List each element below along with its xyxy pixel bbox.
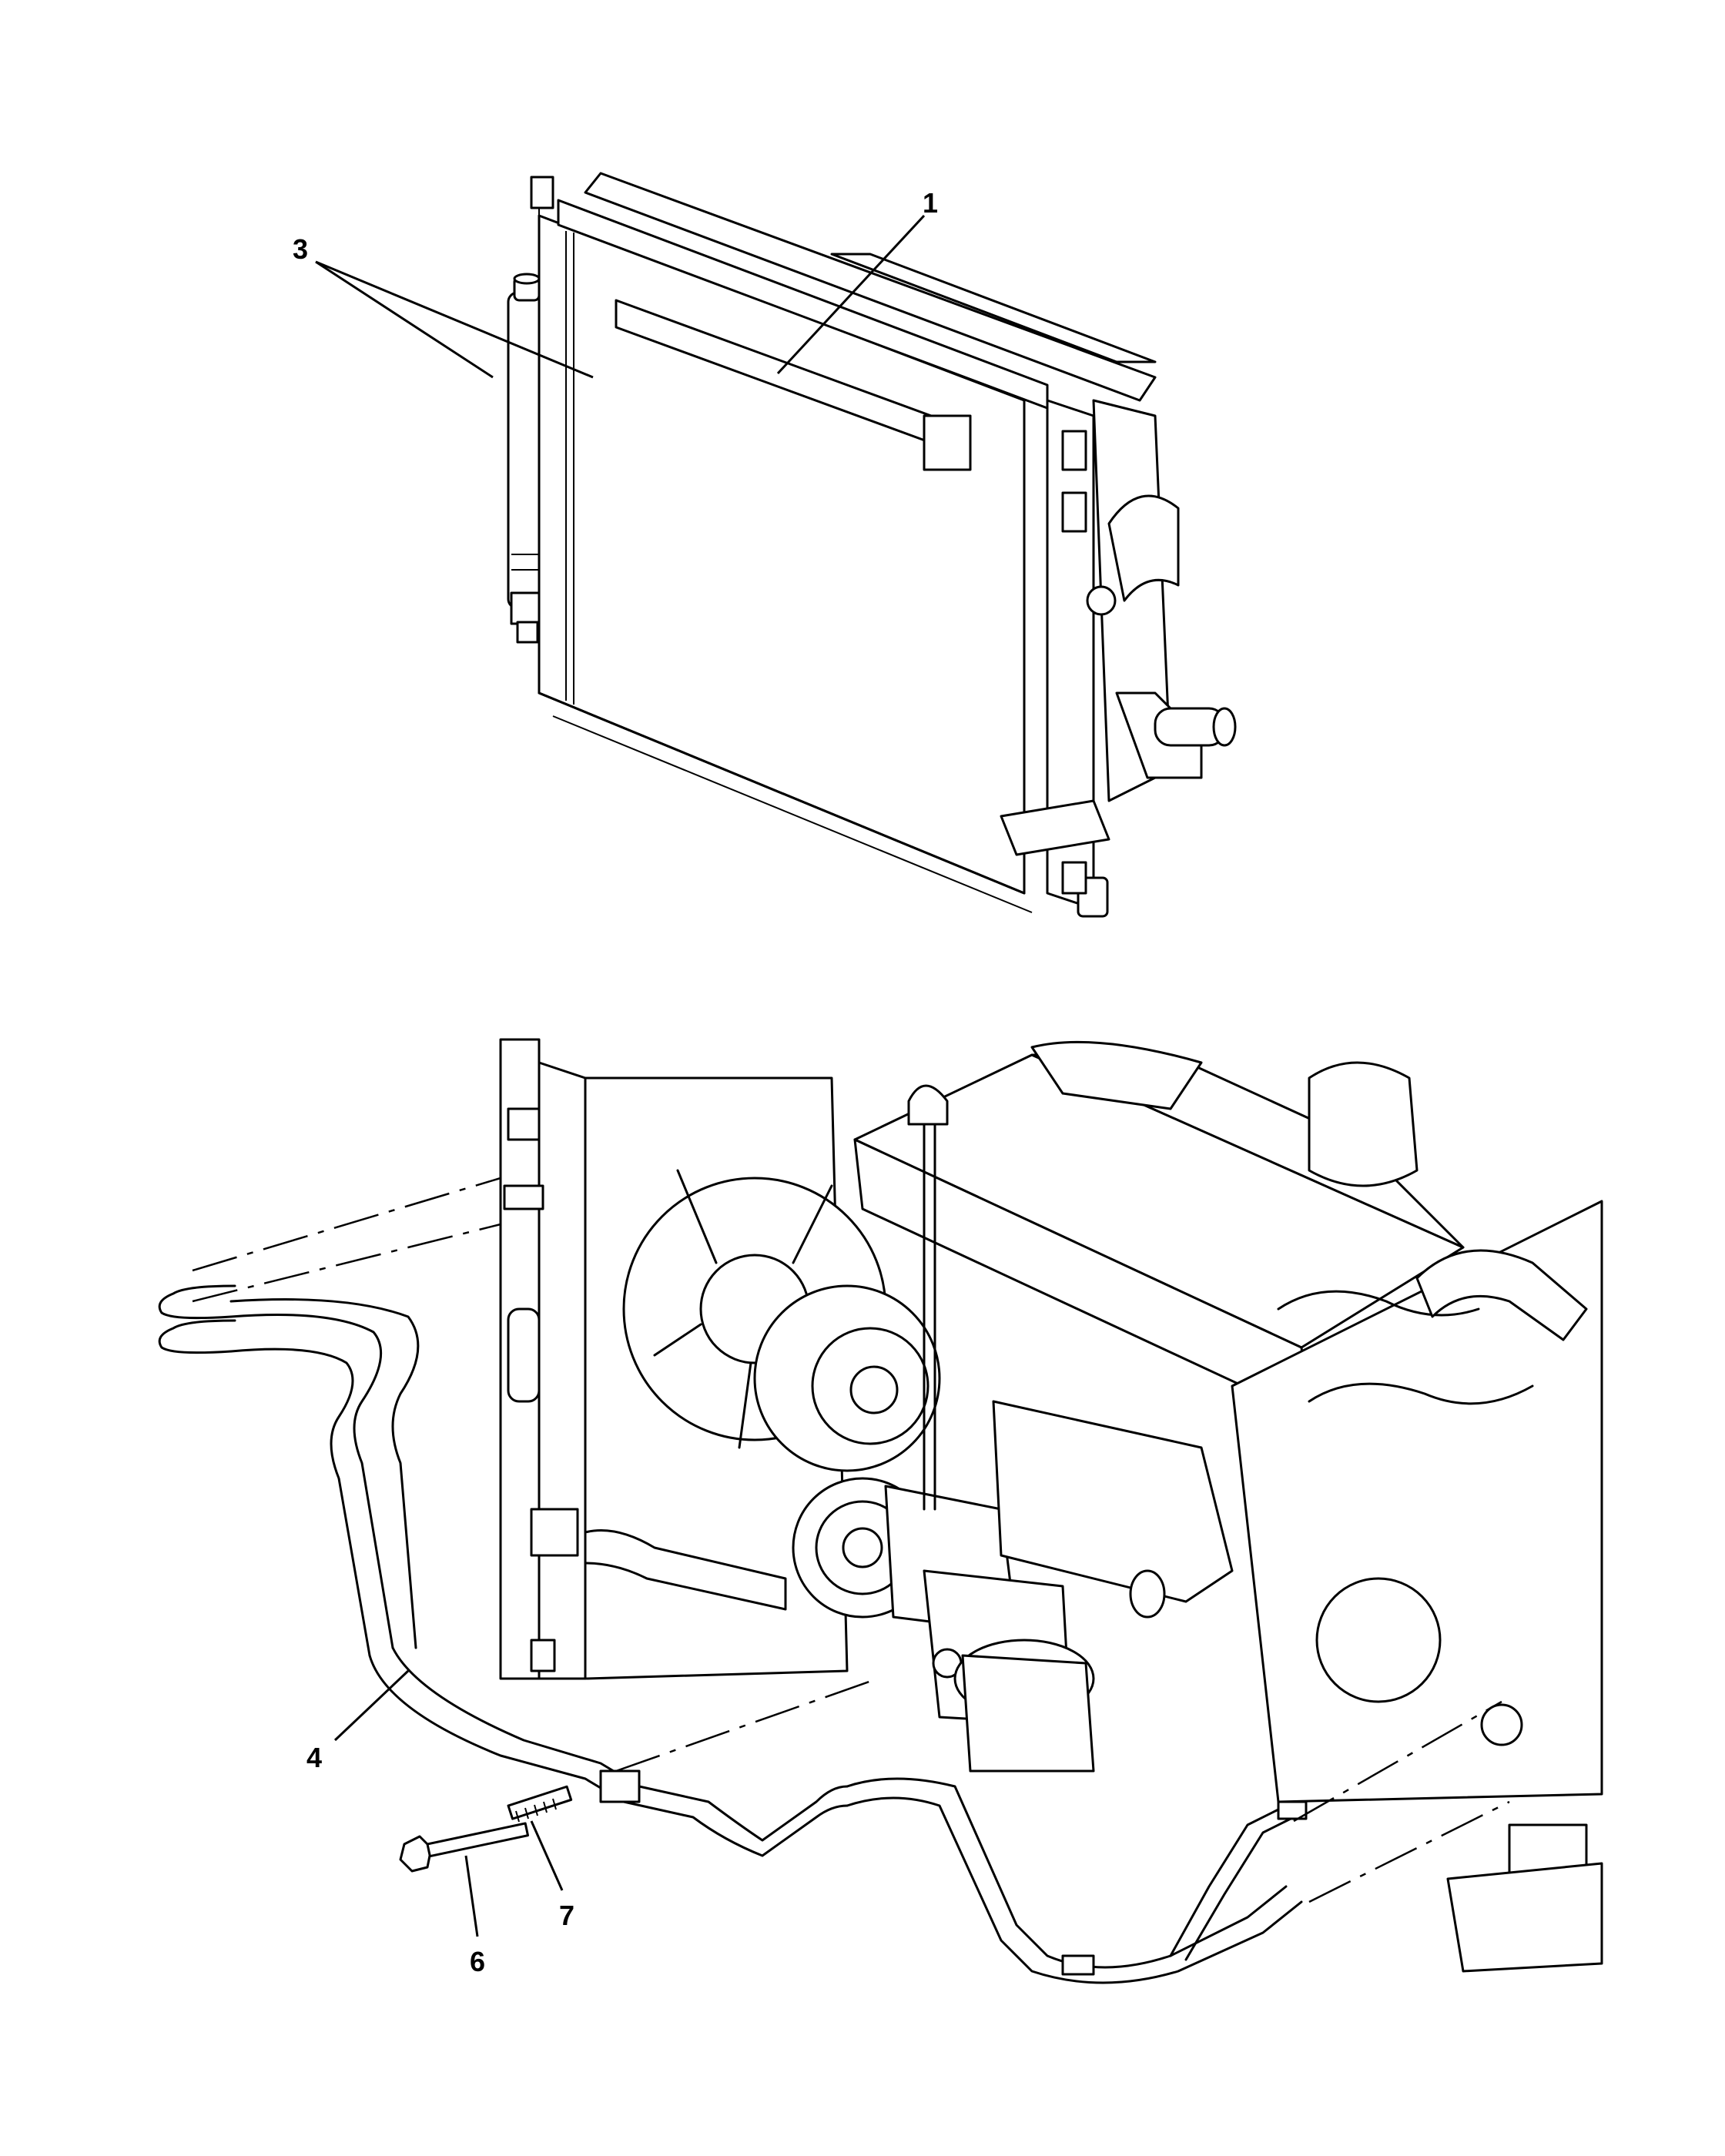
radiator-side-tank [1000,399,1237,918]
upper-radiator-hose [584,1529,787,1611]
reference-lines [192,1177,1510,1903]
intake-hose [1415,1249,1588,1341]
exhaust-manifold [953,1400,1234,1773]
fan-shroud [584,1076,887,1680]
engine-block [853,1040,1465,1511]
leader-3a [315,260,494,379]
radiator-condenser-assembly [507,172,1237,918]
leader-6 [464,1855,479,1937]
power-steering-pump [753,1284,941,1472]
leader-1 [776,214,926,375]
condenser-core [538,199,1049,913]
oil-cooler-lines [158,1284,1308,1984]
callout-leaders [315,214,926,1937]
radiator-edge-lower [499,1038,587,1680]
radiator-brackets [530,176,1087,895]
radiator-top-tank [584,172,1157,471]
callout-3: 3 [293,233,308,265]
callout-4: 4 [306,1742,322,1773]
callout-1: 1 [923,187,938,219]
leader-7 [530,1820,564,1891]
callout-6: 6 [470,1946,485,1977]
engine-bay-assembly [158,1038,1603,1984]
mounting-bolt [399,1822,529,1873]
leader-3b [315,260,594,379]
threaded-stud [507,1785,573,1823]
leader-4 [333,1669,410,1742]
callout-numbers: 1 3 4 6 7 [293,187,938,1977]
callout-7: 7 [559,1900,574,1931]
transmission [1231,1200,1603,1973]
